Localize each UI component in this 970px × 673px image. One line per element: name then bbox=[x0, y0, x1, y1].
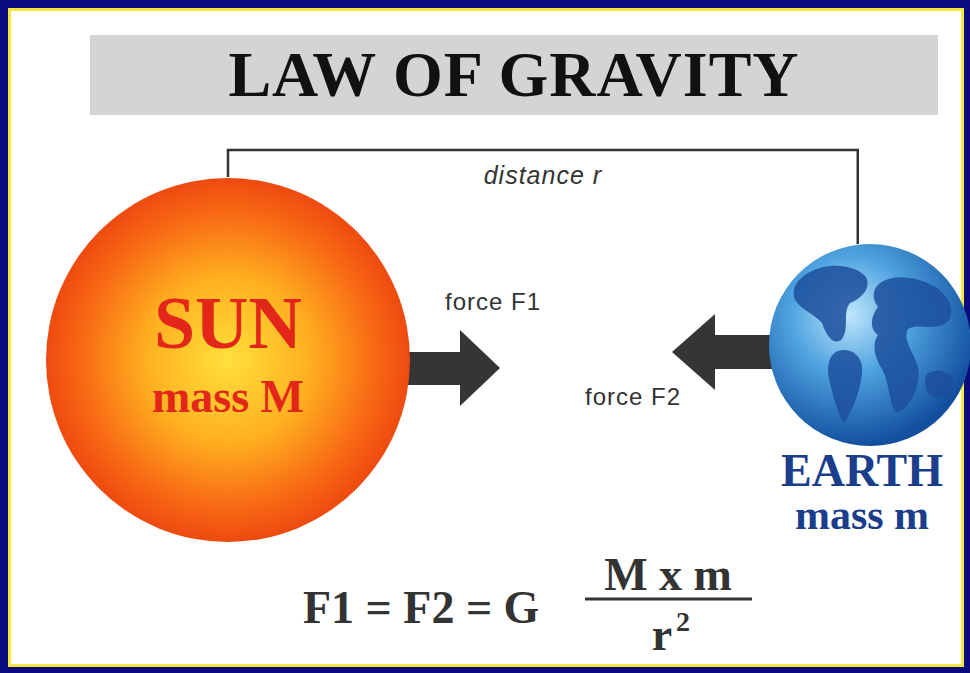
force-label: force F2 bbox=[585, 385, 681, 409]
continent bbox=[828, 350, 862, 423]
earth-globe: EARTHmass m bbox=[768, 243, 970, 543]
formula-numerator: M x m bbox=[604, 552, 732, 598]
node-heading: EARTH bbox=[781, 448, 943, 494]
node-subtext: mass m bbox=[795, 494, 929, 536]
sun-disc bbox=[46, 178, 410, 542]
formula-denominator: r bbox=[652, 612, 672, 658]
title: LAW OF GRAVITY bbox=[228, 43, 799, 107]
edge-label: distance r bbox=[484, 163, 602, 188]
node-heading: SUN bbox=[154, 285, 302, 363]
formula-exponent: 2 bbox=[676, 608, 690, 636]
earth-text: EARTHmass m bbox=[768, 448, 956, 536]
title-band: LAW OF GRAVITY bbox=[90, 35, 938, 115]
force-arrow bbox=[672, 314, 772, 390]
sun-text: SUN mass M bbox=[45, 177, 411, 543]
sun-circle: SUN mass M bbox=[45, 177, 411, 543]
earth-disc bbox=[769, 244, 970, 446]
continent bbox=[794, 266, 868, 342]
continent bbox=[925, 371, 954, 399]
earth-shape bbox=[768, 243, 970, 447]
force-label: force F1 bbox=[445, 290, 541, 314]
force-arrow bbox=[405, 330, 500, 406]
node-subtext: mass M bbox=[152, 373, 304, 421]
formula-text: F1 = F2 = G bbox=[303, 585, 539, 631]
